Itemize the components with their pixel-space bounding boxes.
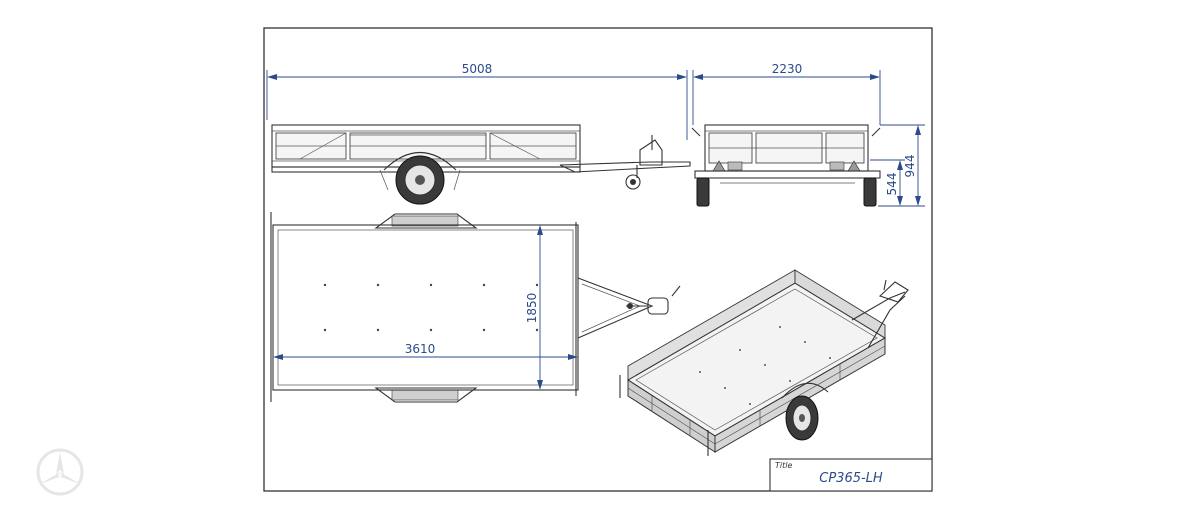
- dimension-deck-height: 544: [870, 159, 925, 207]
- title-block: Title CP365-LH: [769, 458, 933, 492]
- deck-height-value: 544: [885, 173, 899, 196]
- overall-width-value: 2230: [772, 62, 803, 76]
- drawing-frame: [263, 27, 933, 492]
- isometric-view: [619, 269, 909, 456]
- dimension-overall-length: 5008: [266, 62, 688, 140]
- rear-view: [691, 124, 881, 207]
- top-view: [270, 212, 681, 403]
- bed-length-value: 3610: [405, 342, 436, 356]
- title-value: CP365-LH: [819, 471, 883, 486]
- watermark-logo: [36, 448, 84, 496]
- title-label: Title: [775, 461, 792, 470]
- overall-length-value: 5008: [462, 62, 493, 76]
- dimension-side-height: 944: [880, 124, 925, 206]
- dimension-overall-width: 2230: [692, 62, 881, 125]
- side-height-value: 944: [903, 155, 917, 178]
- bed-width-value: 1850: [525, 293, 539, 324]
- dimension-bed-length: 3610: [273, 342, 578, 360]
- dimension-bed-width: 1850: [525, 225, 543, 390]
- side-view: [271, 124, 691, 205]
